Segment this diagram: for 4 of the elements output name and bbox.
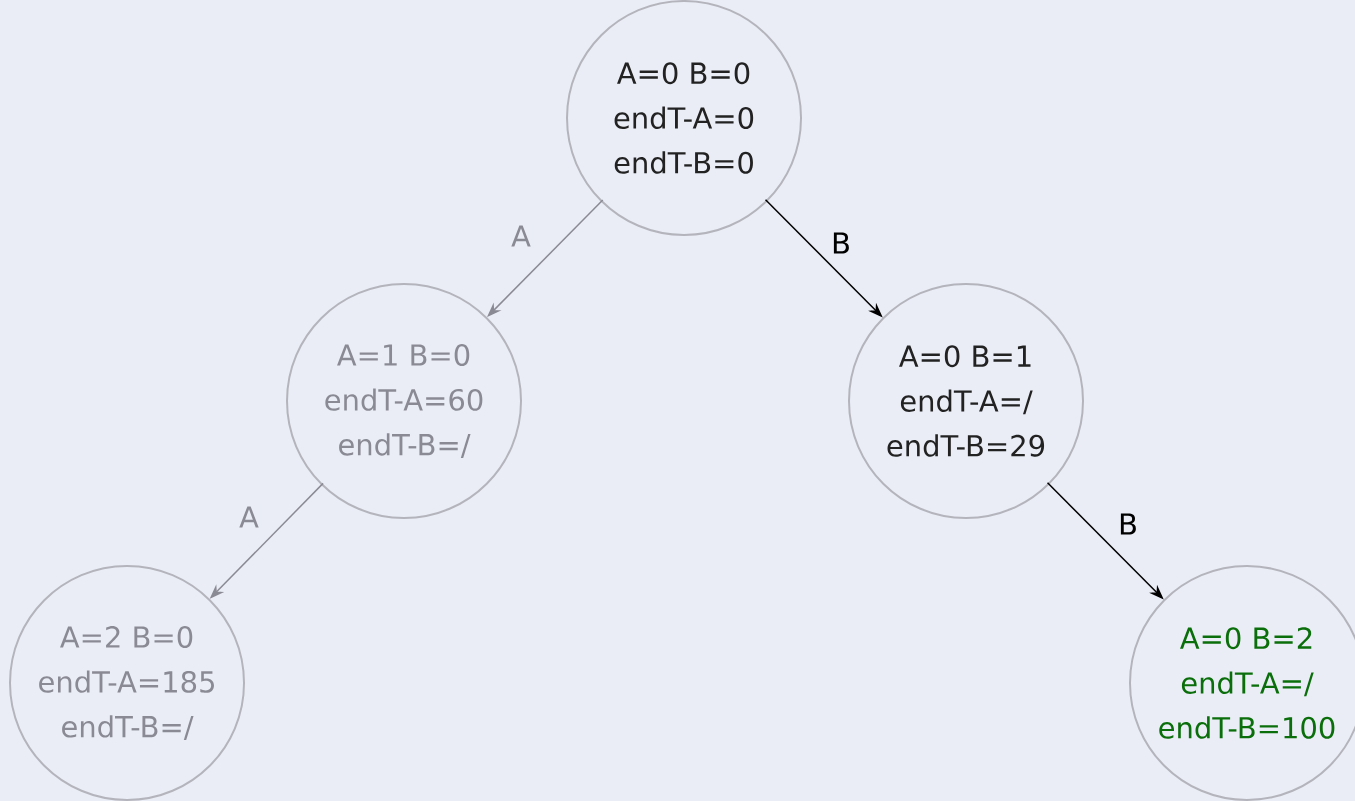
edge-label: B <box>1116 511 1140 537</box>
edge-label: B <box>829 230 853 256</box>
edge-label: A <box>509 223 533 249</box>
edge-label: A <box>237 504 261 530</box>
